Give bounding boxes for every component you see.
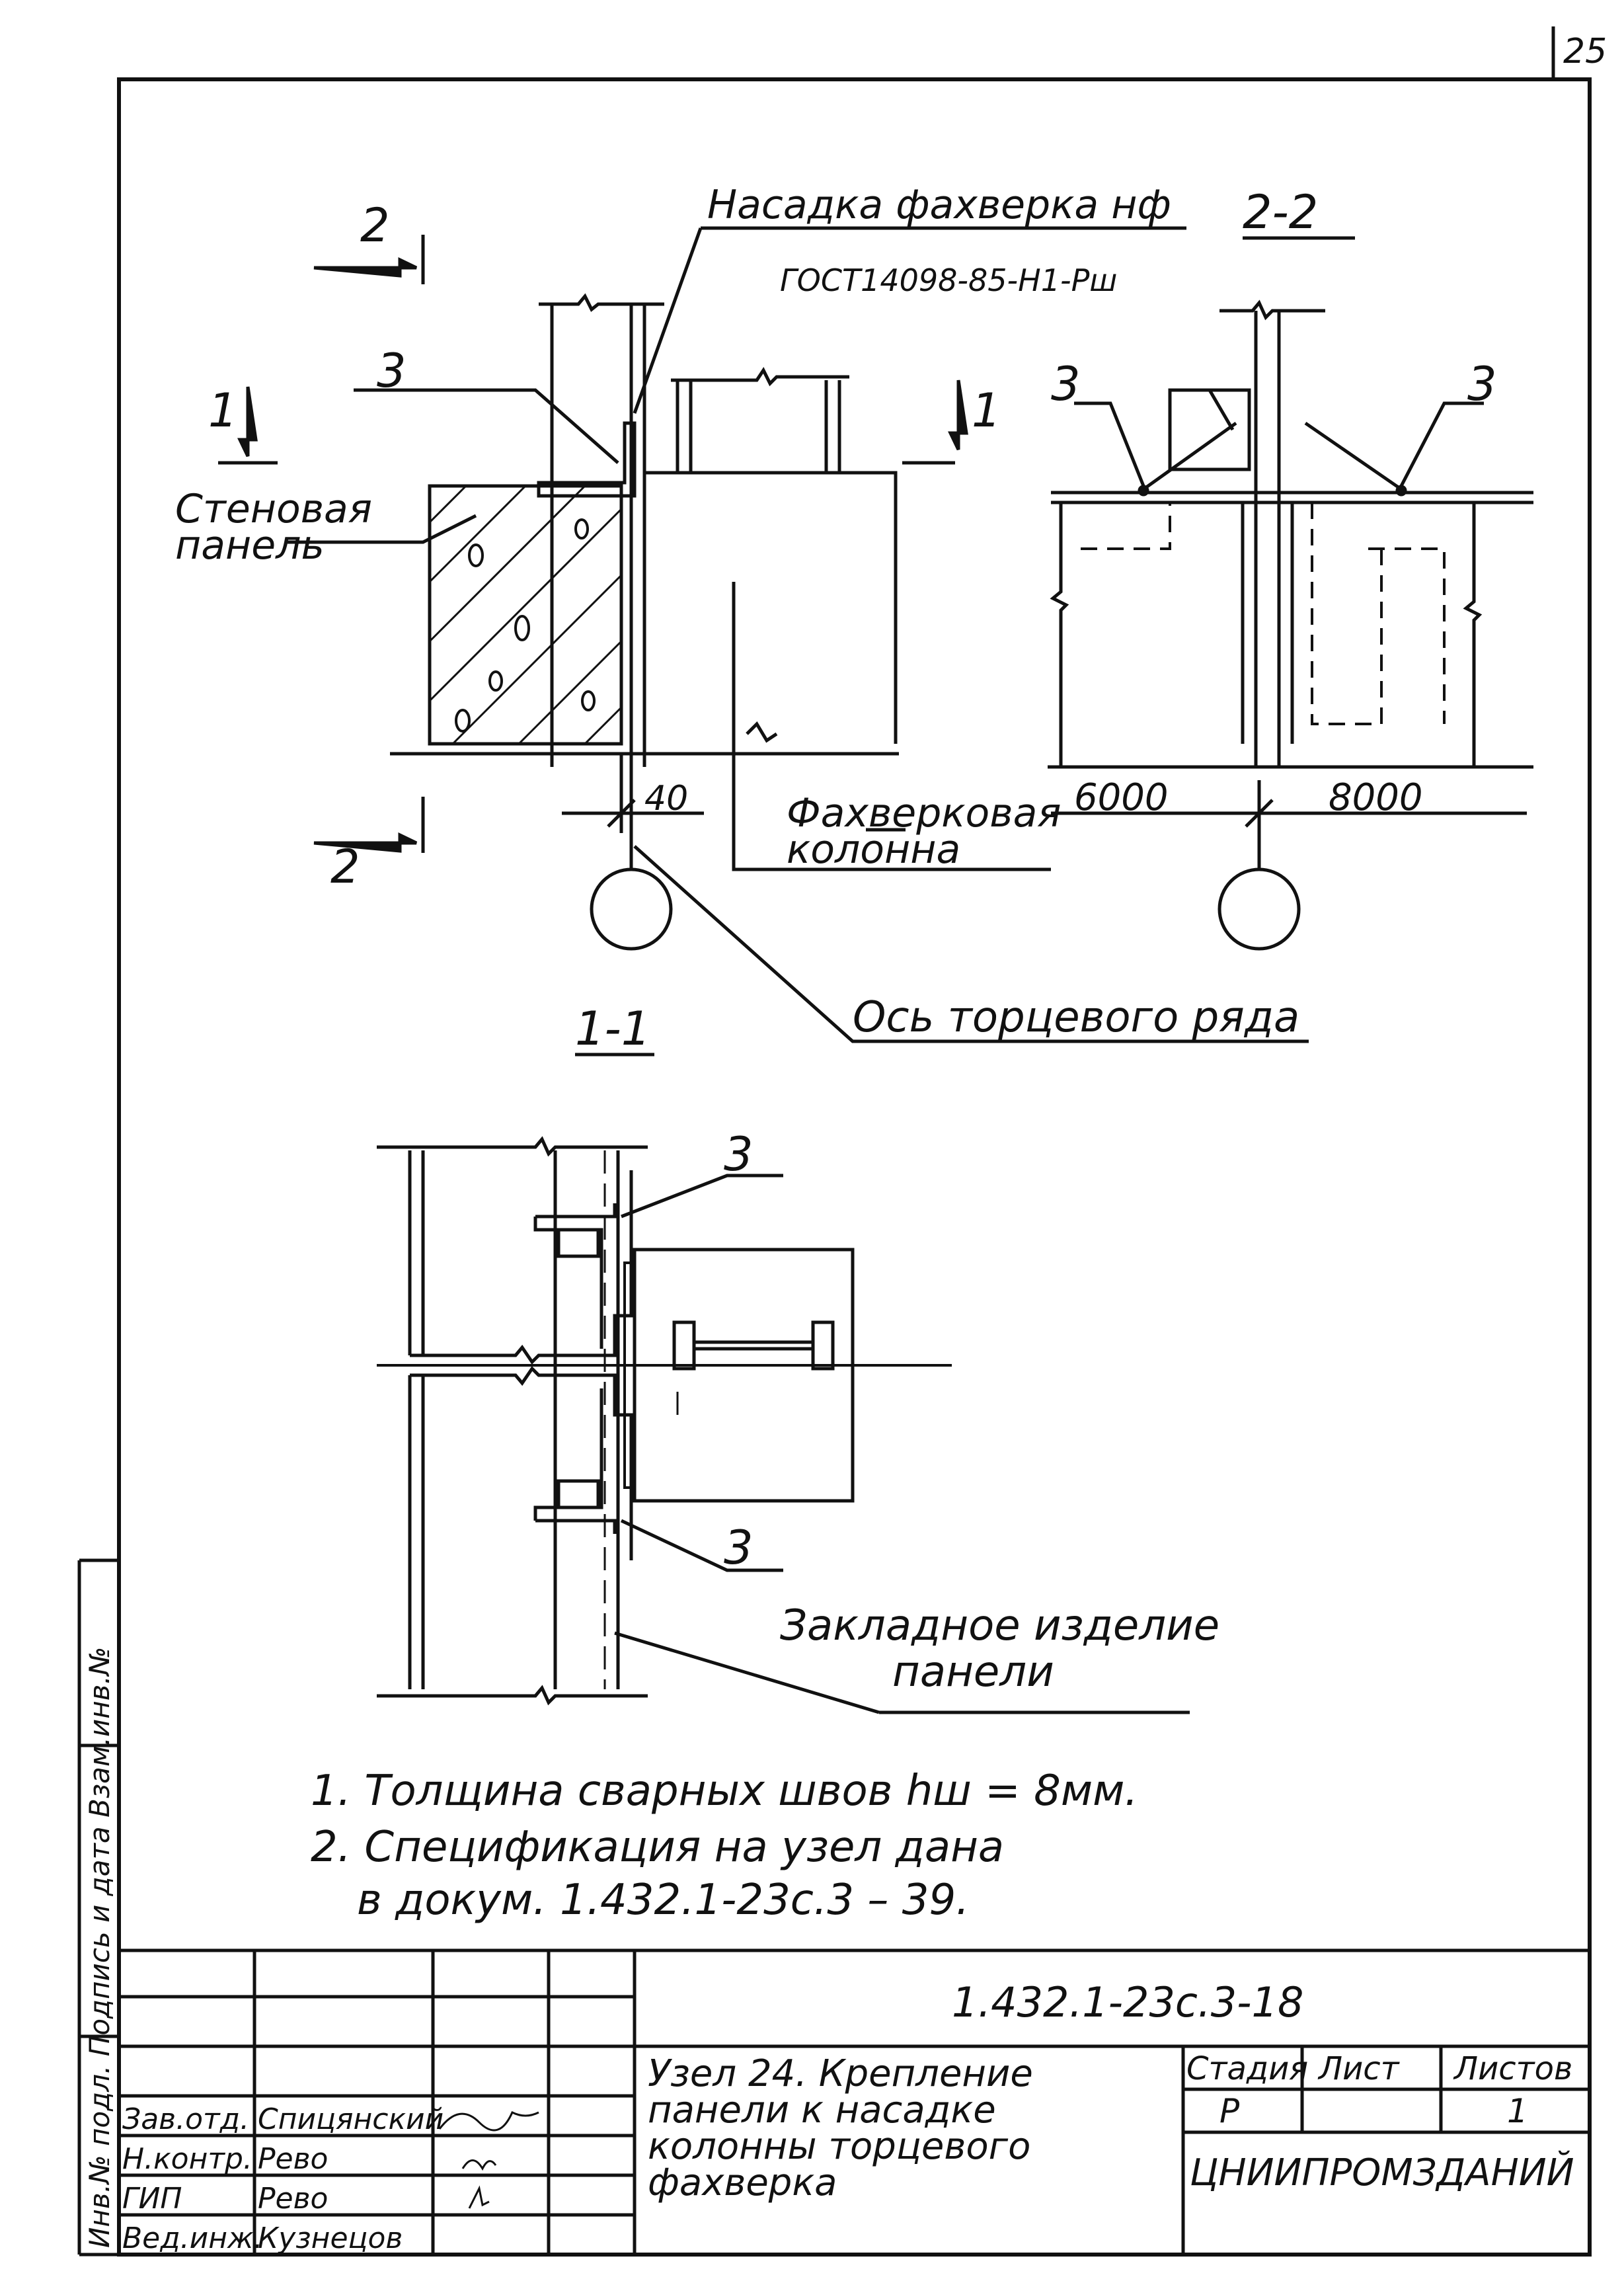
label-embedded-1: Закладное изделие xyxy=(780,1601,1219,1650)
stage-value: Р xyxy=(1219,2092,1240,2130)
label-cut-2-top: 2 xyxy=(360,198,390,253)
label-wall-panel-1: Стеновая xyxy=(175,486,372,532)
label-section-1-1: 1-1 xyxy=(575,1002,650,1056)
label-cut-1-left: 1 xyxy=(208,383,238,438)
title-block xyxy=(77,1558,1590,2257)
name-2: Рево xyxy=(258,2142,328,2176)
signature-3 xyxy=(468,2185,490,2209)
role-2: Н.контр. xyxy=(122,2142,252,2176)
label-dim-40: 40 xyxy=(644,779,688,819)
org-name: ЦНИИПРОМЗДАНИЙ xyxy=(1190,2151,1574,2194)
note-2-cont: в докум. 1.432.1-23с.3 – 39. xyxy=(357,1876,970,1925)
label-column-2: колонна xyxy=(787,826,960,873)
title-line-1: Узел 24. Крепление xyxy=(648,2052,1033,2095)
sheets-header: Листов xyxy=(1453,2050,1572,2087)
signature-2 xyxy=(461,2159,497,2171)
label-pos3-d: 3 xyxy=(724,1127,754,1181)
label-nasadka: Насадка фахверка нф xyxy=(707,182,1171,228)
label-axis: Ось торцевого ряда xyxy=(853,993,1299,1042)
label-column-1: Фахверковая xyxy=(787,790,1061,836)
page-number: 25 xyxy=(1563,32,1607,71)
sheet-header: Лист xyxy=(1317,2050,1401,2087)
note-1: 1. Толщина сварных швов hш = 8мм. xyxy=(311,1767,1138,1816)
stage-header: Стадия xyxy=(1186,2050,1308,2087)
label-pos3-e: 3 xyxy=(724,1521,754,1575)
doc-code: 1.432.1-23с.3-18 xyxy=(952,1978,1303,2026)
label-pos3-a: 3 xyxy=(377,344,406,398)
name-4: Кузнецов xyxy=(258,2221,403,2255)
label-pos3-c: 3 xyxy=(1467,357,1497,411)
label-wall-panel-2: панель xyxy=(175,522,325,569)
elevation-view xyxy=(218,226,1309,1043)
role-1: Зав.отд. xyxy=(122,2102,249,2136)
title-line-4: фахверка xyxy=(648,2161,837,2204)
label-cut-2-bottom: 2 xyxy=(330,840,360,894)
sheet-frame xyxy=(117,26,1592,2257)
section-1-1-view xyxy=(377,1053,1190,1714)
role-4: Вед.инж. xyxy=(122,2221,263,2255)
sheets-value: 1 xyxy=(1507,2092,1528,2130)
title-line-2: панели к насадке xyxy=(648,2089,996,2132)
label-dim-8000: 8000 xyxy=(1329,776,1423,819)
label-cut-1-right: 1 xyxy=(972,383,1001,438)
name-1: Спицянский xyxy=(258,2102,444,2136)
side-stamp: Инв.№ подл. Подпись и дата Взам.инв.№ xyxy=(83,1647,116,2248)
signature-1 xyxy=(438,2110,539,2132)
drawing-labels: Насадка фахверка нф ГОСТ14098-85-Н1-Рш 2… xyxy=(175,182,1497,1697)
title-line-3: колонны торцевого xyxy=(648,2125,1030,2168)
label-gost: ГОСТ14098-85-Н1-Рш xyxy=(780,262,1117,298)
note-2: 2. Спецификация на узел дана xyxy=(311,1823,1004,1872)
label-section-2-2: 2-2 xyxy=(1243,185,1318,239)
title-block-text: 1.432.1-23с.3-18 Узел 24. Крепление пане… xyxy=(83,1647,1574,2255)
section-2-2-view xyxy=(902,236,1533,951)
name-3: Рево xyxy=(258,2182,328,2216)
label-dim-6000: 6000 xyxy=(1074,776,1169,819)
role-3: ГИП xyxy=(122,2182,182,2216)
notes: 1. Толщина сварных швов hш = 8мм. 2. Спе… xyxy=(311,1767,1138,1925)
label-embedded-2: панели xyxy=(892,1648,1054,1697)
label-pos3-b: 3 xyxy=(1051,357,1081,411)
